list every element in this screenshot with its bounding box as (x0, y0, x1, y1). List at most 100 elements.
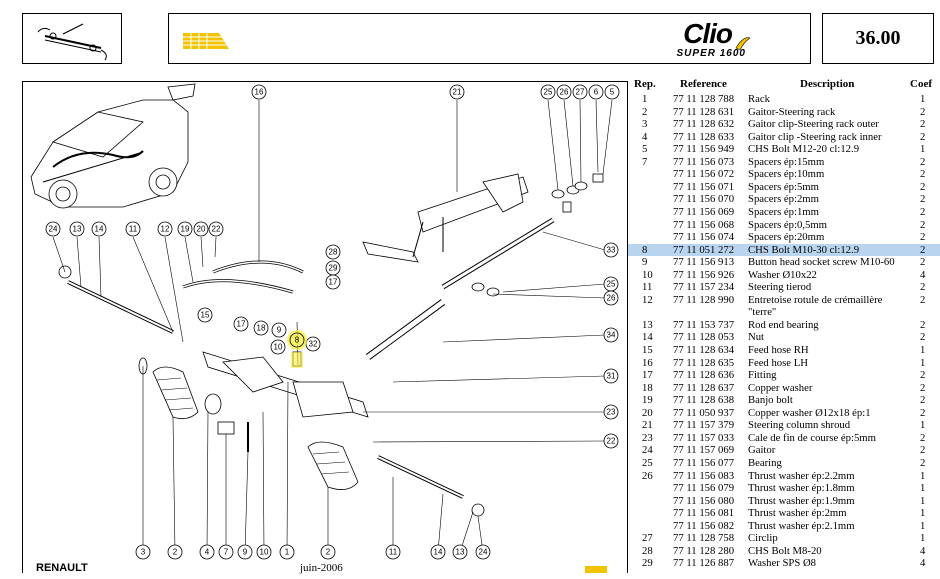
cell-rep: 20 (642, 406, 653, 419)
steering-rack-thumbnail-icon (37, 23, 107, 61)
cell-reference: 77 11 156 083 (673, 469, 735, 482)
cell-coef: 2 (920, 431, 926, 444)
cell-rep: 12 (642, 293, 653, 306)
cell-reference: 77 11 128 990 (673, 293, 735, 306)
cell-rep: 7 (642, 155, 648, 168)
footer-date: juin-2006 (300, 562, 343, 574)
svg-text:14: 14 (95, 225, 104, 234)
cell-description: Washer Ø10x22 (748, 268, 817, 281)
cell-description: Feed hose LH (748, 356, 808, 369)
steering-column-shroud (362, 173, 529, 263)
svg-text:14: 14 (434, 548, 443, 557)
callout-1: 1 (279, 544, 295, 560)
cell-description: Gaitor (748, 444, 776, 457)
exploded-diagram: 16 21 25 26 27 6 5 24 13 14 11 12 19 20 … (22, 81, 628, 573)
svg-text:34: 34 (607, 331, 616, 340)
table-row[interactable]: "terre" (628, 306, 940, 319)
callout-group-right: 33 25 26 34 31 23 22 (603, 242, 619, 449)
cell-coef: 2 (920, 218, 926, 231)
callout-3: 3 (135, 544, 151, 560)
cell-description: Thrust washer ép:1.9mm (748, 494, 855, 507)
cell-coef: 2 (920, 394, 926, 407)
cell-description: Gaitor clip-Steering rack outer (748, 118, 879, 131)
cell-description: Steering tierod (748, 281, 812, 294)
cell-rep: 11 (642, 281, 653, 294)
cell-rep: 24 (642, 444, 653, 457)
cell-reference: 77 11 156 070 (673, 193, 735, 206)
svg-text:22: 22 (607, 437, 616, 446)
callout-5: 5 (604, 84, 620, 100)
svg-text:12: 12 (161, 225, 170, 234)
cell-coef: 1 (920, 494, 926, 507)
cell-rep: 9 (642, 256, 648, 269)
cell-coef: 4 (920, 544, 926, 557)
callout-26r: 26 (603, 290, 619, 306)
cell-description: Circlip (748, 532, 778, 545)
cell-coef: 1 (920, 532, 926, 545)
table-row[interactable]: 77 11 156 080 Thrust washer ép:1.9mm 1 (628, 495, 940, 508)
svg-text:20: 20 (197, 225, 206, 234)
cell-reference: 77 11 156 949 (673, 143, 735, 156)
cell-reference: 77 11 128 633 (673, 130, 735, 143)
cell-coef: 1 (920, 356, 926, 369)
svg-text:11: 11 (389, 548, 398, 557)
cell-rep: 26 (642, 469, 653, 482)
svg-text:19: 19 (181, 225, 190, 234)
callout-24: 24 (45, 221, 61, 237)
callout-8-highlighted[interactable]: 8 (287, 330, 307, 368)
callout-25r: 25 (603, 276, 619, 292)
cell-coef: 2 (920, 281, 926, 294)
svg-text:23: 23 (607, 408, 616, 417)
cell-reference: 77 11 128 632 (673, 118, 735, 131)
callout-17a: 17 (325, 274, 341, 290)
cell-rep: 19 (642, 394, 653, 407)
cell-description: Steering column shroud (748, 419, 851, 432)
cell-reference: 77 11 156 082 (673, 519, 735, 532)
cell-description: Thrust washer ép:2.1mm (748, 519, 855, 532)
cell-reference: 77 11 050 937 (673, 406, 735, 419)
callout-17b: 17 (233, 316, 249, 332)
cell-coef: 2 (920, 369, 926, 382)
cell-reference: 77 11 156 080 (673, 494, 735, 507)
svg-text:18: 18 (257, 324, 266, 333)
cell-coef: 2 (920, 293, 926, 306)
cell-description: Rack (748, 93, 770, 105)
cell-reference: 77 11 128 631 (673, 105, 735, 118)
